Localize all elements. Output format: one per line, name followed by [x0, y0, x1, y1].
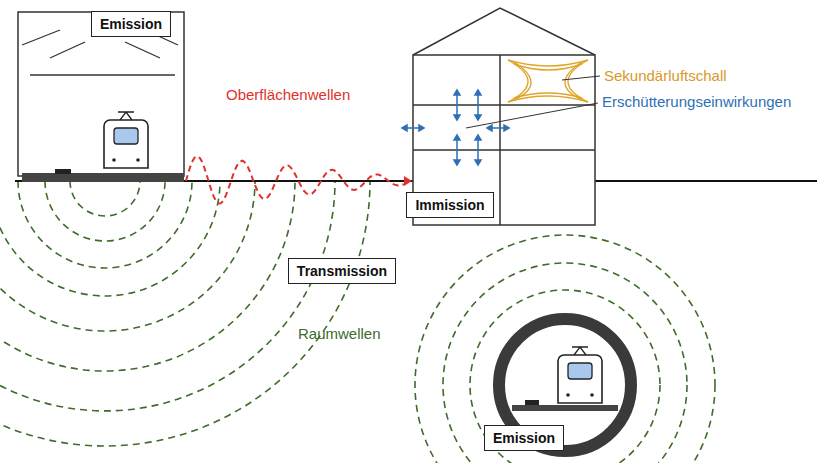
- box-title: Transmission: [297, 263, 387, 279]
- box-title: Emission: [493, 430, 555, 446]
- transmission-box: Transmission: [288, 258, 396, 284]
- wave-label: Oberflächenwellen: [226, 86, 350, 103]
- box-title: Immission: [415, 197, 484, 213]
- emission-box: Emission: [484, 425, 564, 451]
- immission-box: Immission: [406, 192, 493, 218]
- emission-box: Emission: [91, 11, 171, 37]
- vibration-label: Erschütterungseinwirkungen: [602, 93, 791, 110]
- wave-label: Raumwellen: [298, 325, 381, 342]
- box-title: Emission: [100, 16, 162, 32]
- sound-label: Sekundärluftschall: [604, 67, 727, 84]
